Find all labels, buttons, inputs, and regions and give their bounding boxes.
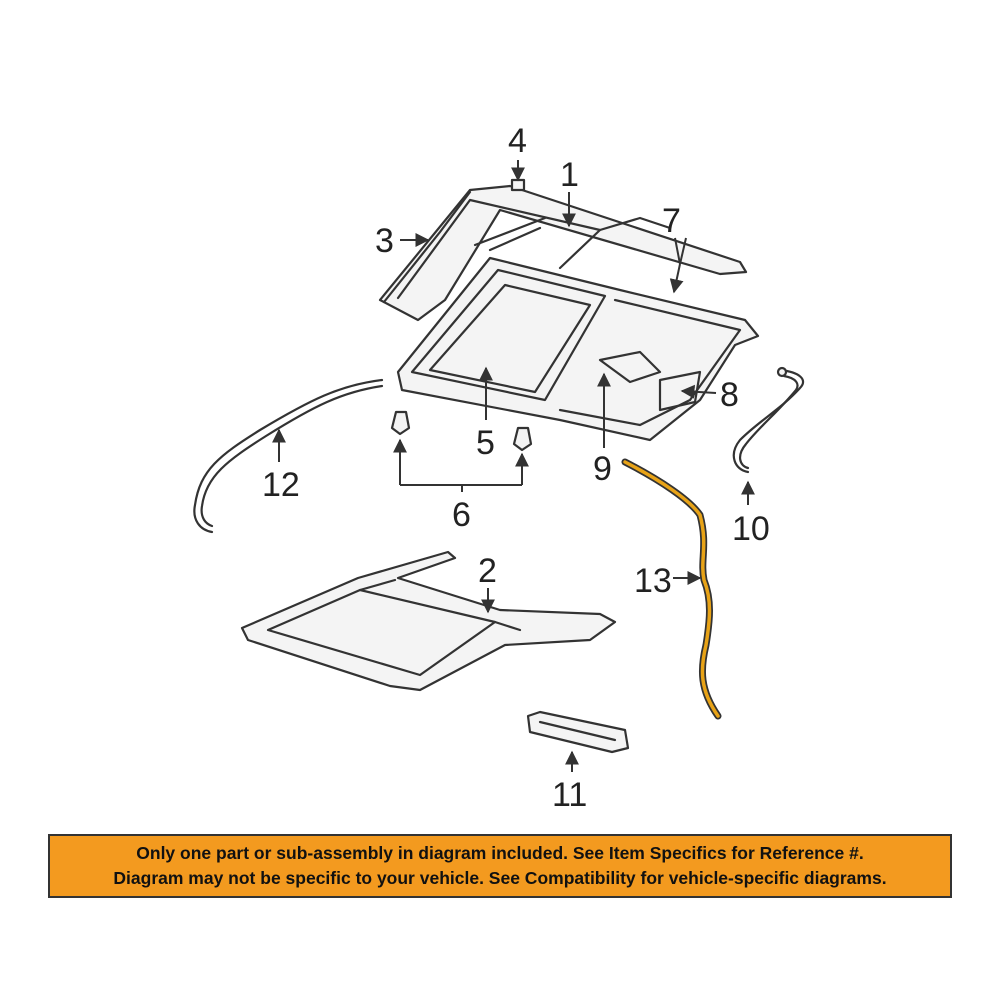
notice-banner: Only one part or sub-assembly in diagram… (48, 834, 952, 898)
notice-line-1: Only one part or sub-assembly in diagram… (136, 843, 864, 863)
part-6-fasteners (390, 410, 533, 452)
callout-2: 2 (478, 552, 497, 590)
part-2-frame (240, 550, 617, 692)
callout-13: 13 (634, 562, 672, 600)
callout-6: 6 (452, 496, 471, 534)
callout-3: 3 (375, 222, 394, 260)
callout-9: 9 (593, 450, 612, 488)
leader-lines (272, 160, 755, 772)
part-11-trim (526, 710, 630, 754)
callout-8: 8 (720, 376, 739, 414)
part-1-glass-panel (378, 184, 748, 322)
part-4-clip (510, 178, 526, 192)
callout-7: 7 (662, 202, 681, 240)
part-13-drain-hose-highlighted (621, 458, 722, 720)
parts-diagram: 1 2 3 4 5 6 7 8 9 10 11 12 13 (193, 122, 805, 814)
part-3-glass-seal (382, 190, 472, 304)
part-10-drain-hose (732, 366, 805, 474)
callout-4: 4 (508, 122, 527, 160)
callout-11: 11 (552, 776, 587, 814)
part-12-drain-hose (193, 378, 384, 534)
notice-line-2: Diagram may not be specific to your vehi… (113, 868, 887, 888)
callout-5: 5 (476, 424, 495, 462)
part-5-sunroof-housing (396, 256, 760, 442)
callout-1: 1 (560, 156, 579, 194)
callout-10: 10 (732, 510, 770, 548)
callout-12: 12 (262, 466, 300, 504)
